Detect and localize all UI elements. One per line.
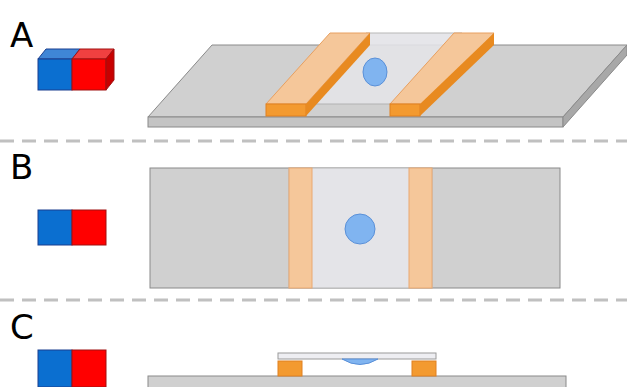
divider — [0, 299, 627, 302]
slide-3d — [148, 33, 627, 127]
slide-side — [148, 353, 566, 387]
slide-top — [150, 168, 560, 288]
magnet — [38, 49, 114, 90]
divider — [0, 140, 627, 143]
panel-letter: B — [10, 150, 33, 184]
magnet — [38, 210, 106, 245]
panel-letter: A — [10, 18, 33, 52]
panel-letter: C — [10, 310, 34, 344]
magnet — [38, 350, 106, 387]
